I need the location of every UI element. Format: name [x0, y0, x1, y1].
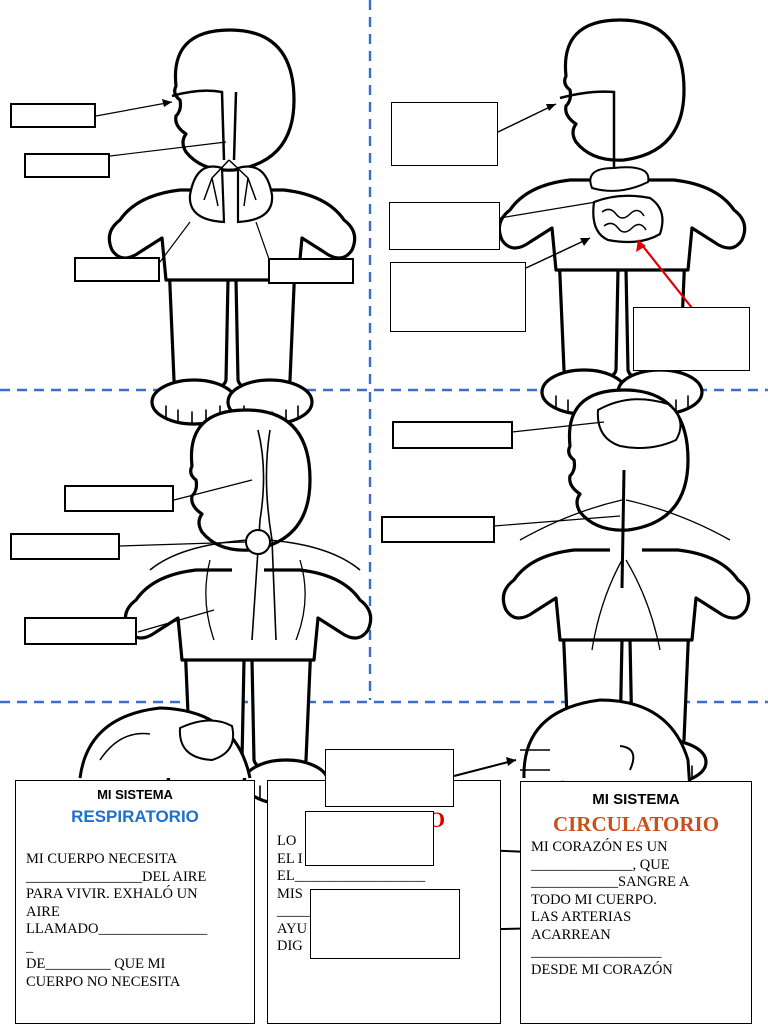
- circulatory-label-heart[interactable]: [10, 533, 120, 560]
- respiratory-card-text: MI CUERPO NECESITA ________________DEL A…: [26, 851, 208, 990]
- nervous-label-spinal-cord[interactable]: [381, 516, 495, 543]
- nervous-figure: [493, 388, 751, 786]
- bottom-figures: [78, 698, 692, 791]
- digestive-label-intestines[interactable]: [390, 262, 526, 332]
- circulatory-card-title: MI SISTEMA: [592, 791, 680, 808]
- respiratory-figure: [95, 28, 357, 426]
- respiratory-card: MI SISTEMA RESPIRATORIO MI CUERPO NECESI…: [15, 780, 255, 1024]
- digestive-figure: [497, 18, 747, 416]
- circulatory-figure: [119, 408, 373, 806]
- digestive-card-overlay-box-top[interactable]: [325, 749, 454, 807]
- digestive-card-overlay-box-middle[interactable]: [305, 811, 434, 866]
- digestive-label-large-intestine[interactable]: [633, 307, 750, 371]
- respiratory-label-left-lung[interactable]: [74, 257, 160, 282]
- nervous-label-brain[interactable]: [392, 421, 513, 449]
- respiratory-label-right-lung[interactable]: [268, 258, 354, 284]
- respiratory-card-title: MI SISTEMA: [97, 787, 173, 802]
- respiratory-card-subtitle: RESPIRATORIO: [71, 807, 199, 826]
- circulatory-label-arteries[interactable]: [24, 617, 137, 645]
- respiratory-label-nose[interactable]: [10, 103, 96, 128]
- respiratory-label-trachea[interactable]: [24, 153, 110, 178]
- digestive-label-stomach[interactable]: [389, 202, 500, 250]
- circulatory-card-text: MI CORAZÓN ES UN ______________, QUE ___…: [531, 839, 690, 978]
- digestive-card-overlay-box-bottom[interactable]: [310, 889, 460, 959]
- digestive-label-mouth[interactable]: [391, 102, 498, 166]
- circulatory-label-veins[interactable]: [64, 485, 174, 512]
- circulatory-card-subtitle: CIRCULATORIO: [552, 812, 720, 836]
- circulatory-card: MI SISTEMA CIRCULATORIO MI CORAZÓN ES UN…: [520, 781, 752, 1024]
